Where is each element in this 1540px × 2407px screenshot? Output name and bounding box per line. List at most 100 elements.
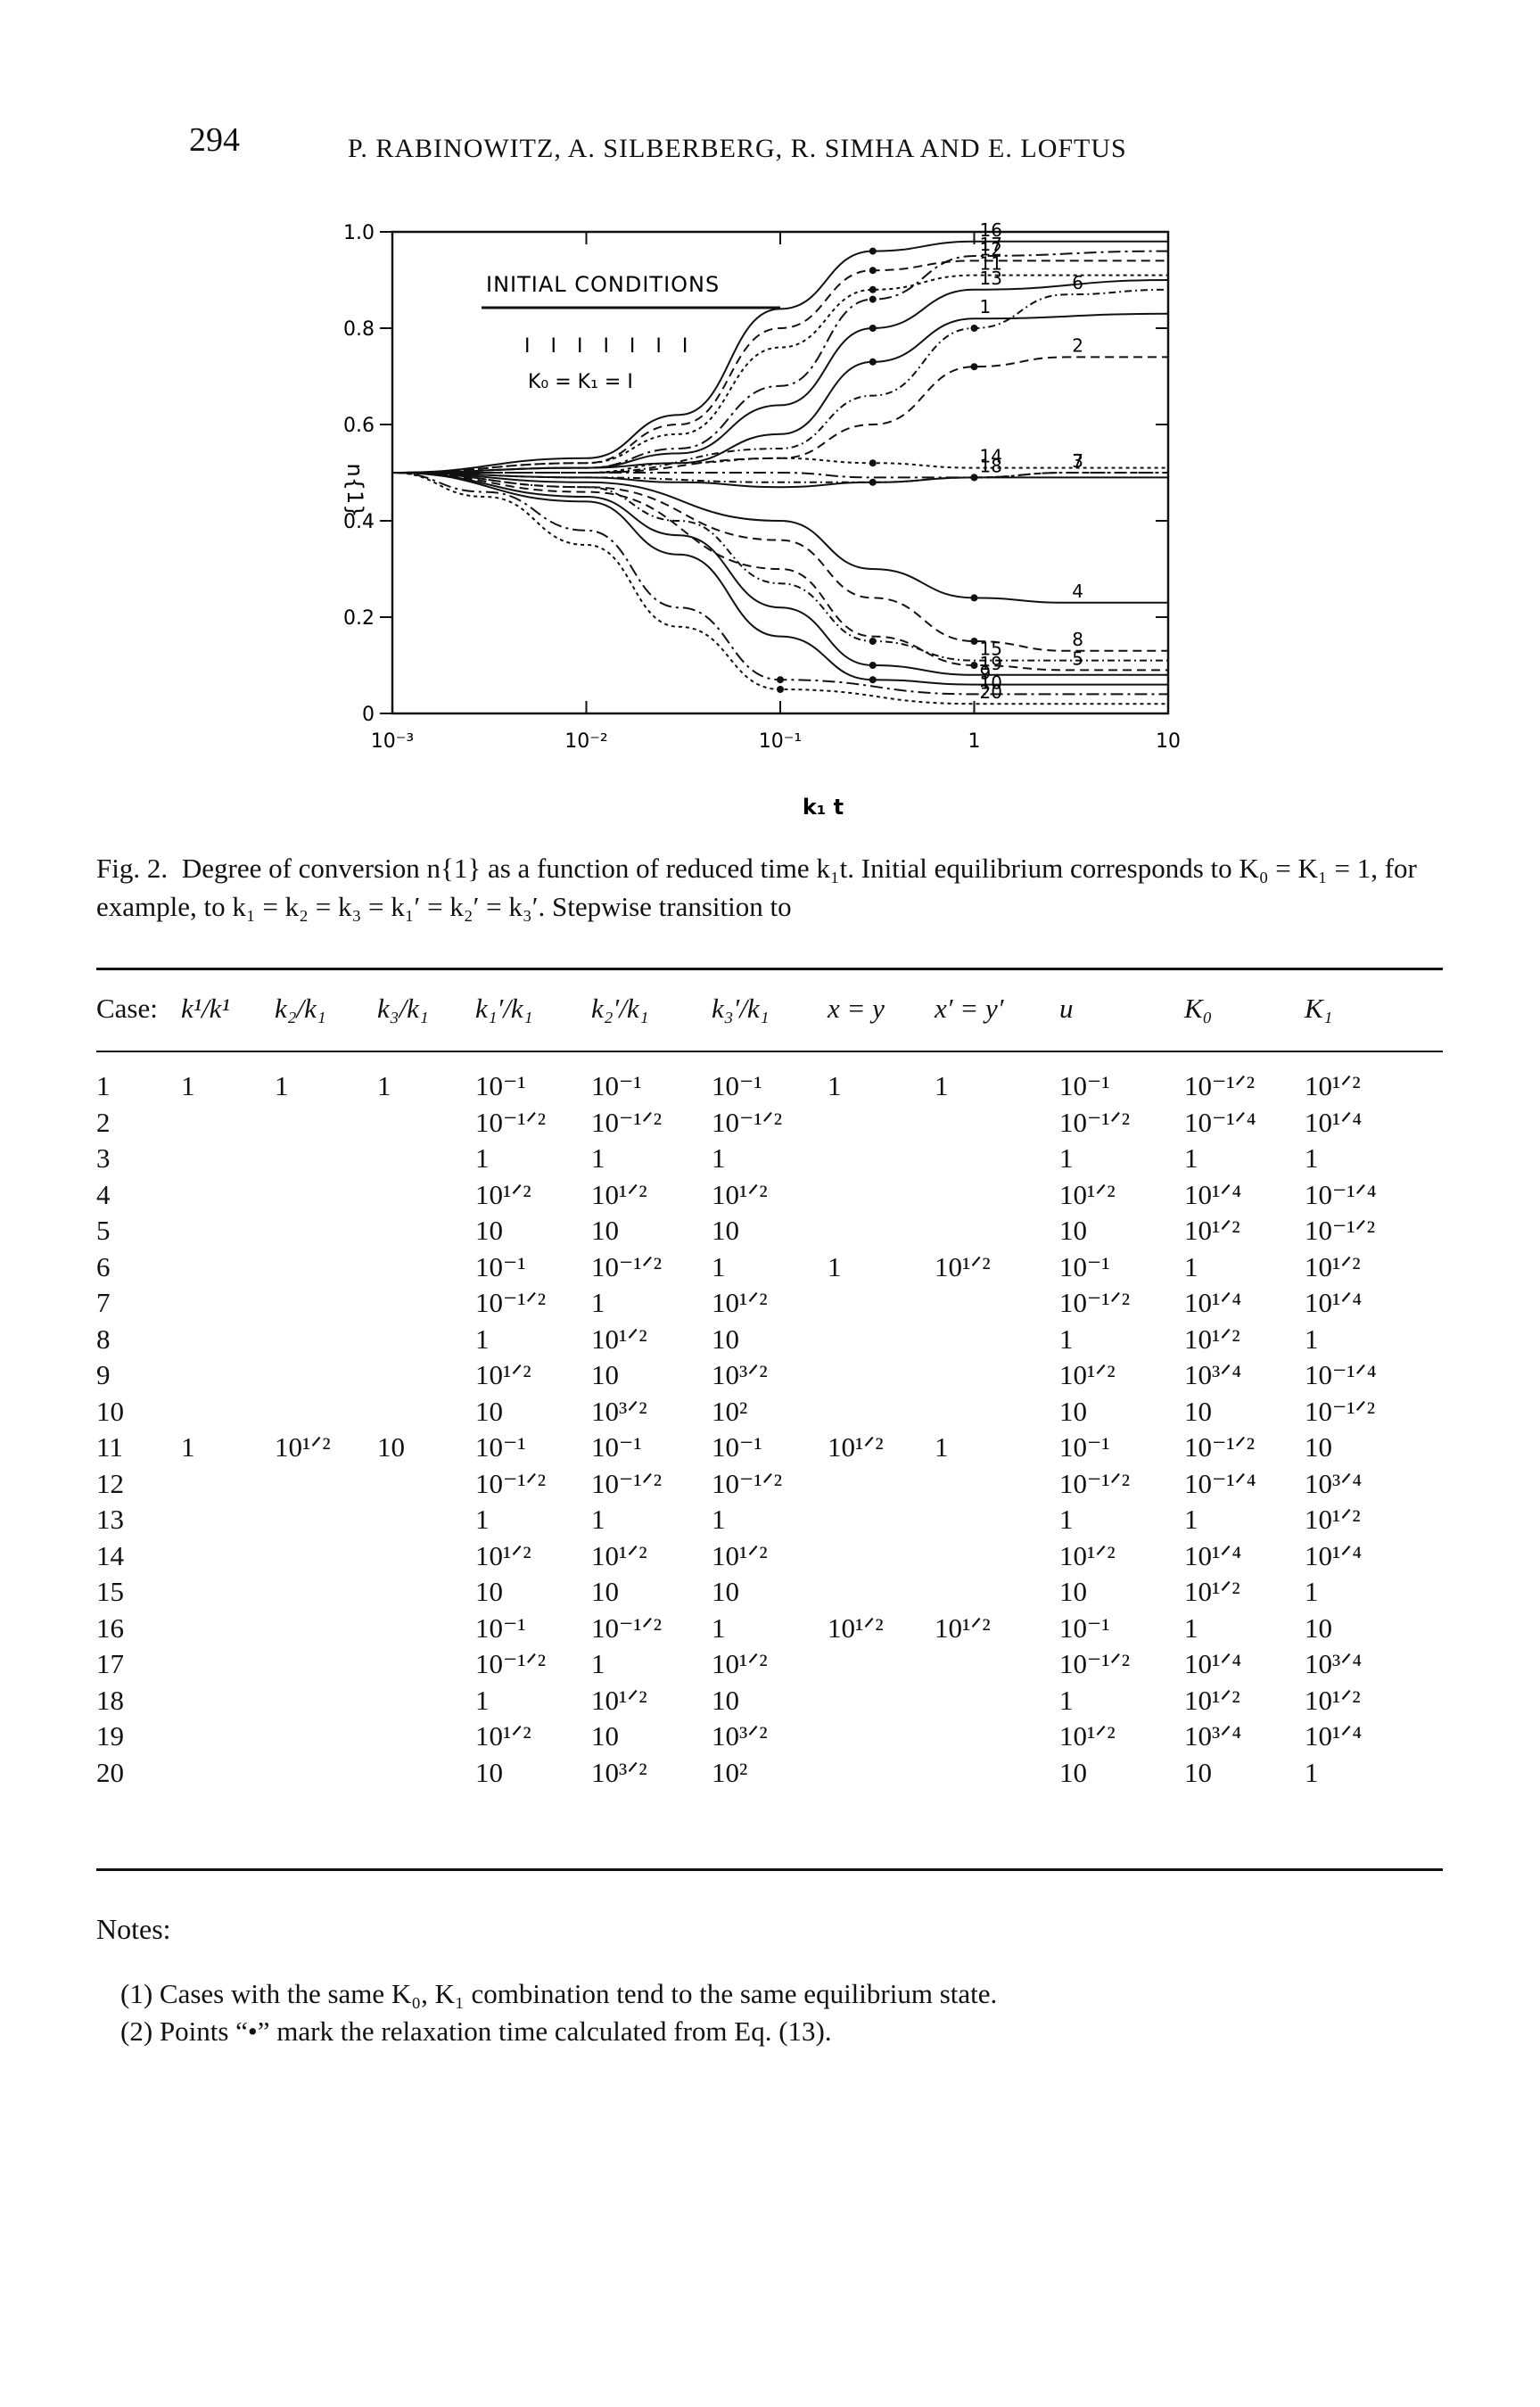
table-cell — [828, 1177, 935, 1214]
table-cell — [181, 1141, 275, 1177]
table-cell: 10¹ᐟ² — [1184, 1215, 1240, 1246]
table-cell: 2 — [96, 1106, 111, 1138]
table-cell — [377, 1285, 475, 1322]
table-cell: 10⁻¹ᐟ² — [591, 1467, 663, 1499]
table-cell: 10¹ᐟ⁴ — [1184, 1539, 1242, 1571]
table-cell: 10 — [591, 1215, 619, 1246]
table-cell — [828, 1502, 935, 1538]
curve-2 — [392, 356, 1168, 474]
table-header-cell: K₀ — [1184, 993, 1213, 1024]
curve-1 — [391, 312, 1169, 474]
table-cell: 16 — [96, 1612, 124, 1644]
table-cell — [275, 1394, 377, 1430]
table-cell: 10⁻¹ — [712, 1431, 762, 1463]
table-cell: 10¹ᐟ² — [1059, 1359, 1116, 1390]
table-cell: 10¹ᐟ² — [1059, 1178, 1116, 1210]
table-cell: 10⁻¹ — [475, 1070, 526, 1101]
table-cell — [377, 1249, 475, 1286]
table-cell — [181, 1357, 275, 1394]
table-cell: 10¹ᐟ² — [712, 1287, 768, 1318]
table-cell — [275, 1249, 377, 1286]
table-cell: 1 — [275, 1070, 289, 1101]
table-cell: 10⁻¹ — [475, 1250, 526, 1282]
x-tick-label: 10⁻¹ — [759, 730, 802, 753]
table-cell — [275, 1574, 377, 1611]
table-cell: 20 — [96, 1756, 124, 1788]
table-cell — [275, 1755, 377, 1792]
table-cell: 1 — [591, 1648, 605, 1679]
curve-6 — [392, 288, 1169, 474]
table-cell: 10⁻¹ᐟ² — [475, 1467, 547, 1499]
x-axis-label: k₁ t — [803, 795, 844, 820]
table-header-cell: k₃/k₁ — [377, 993, 429, 1024]
table-cell — [935, 1466, 1059, 1503]
relaxation-point — [869, 662, 877, 669]
table-cell: 10 — [712, 1215, 739, 1246]
table-cell: 10⁻¹ᐟ² — [475, 1106, 547, 1138]
table-cell: 10 — [591, 1359, 619, 1390]
table-cell — [828, 1285, 935, 1322]
table-cell — [377, 1322, 475, 1358]
table-cell: 14 — [96, 1539, 124, 1571]
y-axis: 00.20.40.60.81.0 — [343, 222, 1168, 726]
relaxation-point — [777, 686, 784, 693]
table-cell — [377, 1213, 475, 1249]
table-header-cell: k₂′/k₁ — [591, 993, 649, 1024]
table-cell — [377, 1611, 475, 1647]
table-cell: 10³ᐟ² — [712, 1720, 768, 1752]
curve-20 — [391, 472, 1168, 705]
table-cell — [275, 1357, 377, 1394]
table-cell — [377, 1683, 475, 1719]
table-cell: 10¹ᐟ² — [828, 1431, 884, 1463]
curve-label: 19 — [980, 653, 1002, 674]
note-item: (1) Cases with the same K₀, K₁ combinati… — [120, 1978, 998, 2009]
table-cell: 1 — [475, 1142, 490, 1174]
curve-14 — [392, 457, 1168, 474]
table-cell: 10 — [475, 1576, 503, 1607]
table-cell — [828, 1538, 935, 1575]
table-cell — [181, 1683, 275, 1719]
relaxation-point — [970, 662, 978, 669]
table-cell: 10¹ᐟ² — [1305, 1070, 1361, 1101]
table-cell — [935, 1646, 1059, 1683]
table-cell — [377, 1574, 475, 1611]
inset-title: INITIAL CONDITIONS — [486, 272, 720, 297]
table-cell: 1 — [591, 1287, 605, 1318]
table-cell: 10³ᐟ² — [591, 1756, 647, 1788]
table-cell — [181, 1611, 275, 1647]
table-cell: 1 — [1184, 1250, 1198, 1282]
table-cell: 18 — [96, 1684, 124, 1716]
table-cell: 1 — [181, 1431, 195, 1463]
table-cell: 7 — [96, 1287, 111, 1318]
relaxation-point — [869, 247, 877, 255]
table-cell — [275, 1105, 377, 1142]
y-tick-label: 0.2 — [343, 607, 375, 630]
table-cell — [828, 1646, 935, 1683]
table-cell: 19 — [96, 1720, 124, 1752]
table-cell: 1 — [377, 1070, 391, 1101]
table-cell: 10¹ᐟ² — [475, 1720, 531, 1752]
table-cell — [935, 1683, 1059, 1719]
inset: INITIAL CONDITIONS I I I I I I I K₀ = K₁… — [482, 272, 780, 393]
table-cell — [935, 1502, 1059, 1538]
curve-label: 3 — [1072, 450, 1083, 472]
table-cell — [181, 1394, 275, 1430]
table-cell: 10 — [712, 1684, 739, 1716]
table-cell: 10 — [475, 1395, 503, 1427]
inset-equation: K₀ = K₁ = I — [528, 371, 633, 393]
table-cell: 10⁻¹ᐟ² — [1059, 1467, 1131, 1499]
table-cell — [275, 1322, 377, 1358]
table-cell: 1 — [96, 1070, 111, 1101]
table-cell — [935, 1574, 1059, 1611]
curve-7 — [391, 471, 1168, 483]
table-cell: 10 — [591, 1720, 619, 1752]
table-cell — [828, 1213, 935, 1249]
